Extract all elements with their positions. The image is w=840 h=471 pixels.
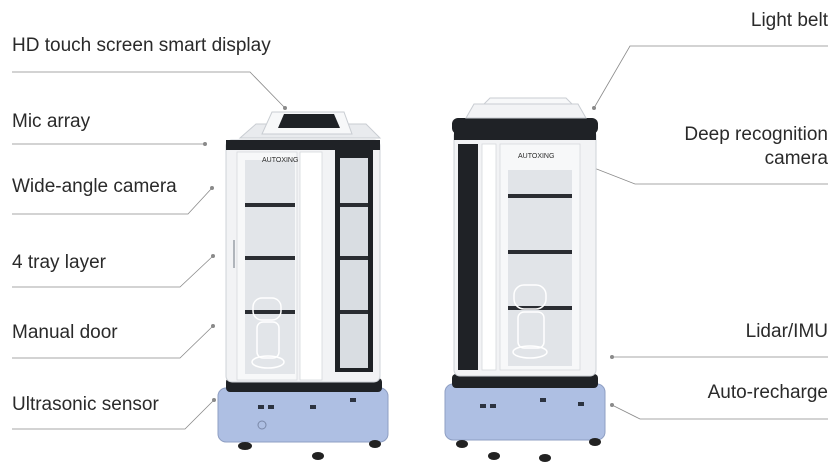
leader-light-belt (593, 45, 828, 109)
light-belt-right (452, 118, 598, 134)
label-mic-array: Mic array (12, 111, 91, 132)
leader-wide-angle-camera (12, 187, 213, 215)
label-auto-recharge: Auto-recharge (707, 382, 828, 403)
label-hd-touch-screen: HD touch screen smart display (12, 35, 271, 56)
mascot-right (512, 284, 548, 359)
leader-ultrasonic-sensor (12, 399, 215, 430)
leader-tray-layer (12, 255, 214, 288)
leader-lines (12, 45, 828, 430)
label-light-belt: Light belt (750, 10, 828, 31)
leader-auto-recharge (611, 404, 828, 420)
label-tray-layer: 4 tray layer (12, 252, 106, 273)
mascot-left (251, 297, 285, 369)
label-lidar-imu: Lidar/IMU (745, 321, 828, 342)
label-manual-door: Manual door (12, 322, 118, 343)
brand-right: AUTOXING (518, 153, 554, 160)
base-left (217, 387, 389, 443)
base-right (444, 383, 606, 441)
leader-hd-touch-screen (12, 71, 286, 109)
label-wide-angle-camera: Wide-angle camera (12, 176, 177, 197)
label-deep-recognition-line1: Deep recognition (684, 124, 828, 145)
leader-manual-door (12, 325, 214, 359)
robot-right: AUTOXING (444, 97, 606, 462)
label-ultrasonic-sensor: Ultrasonic sensor (12, 394, 159, 415)
label-deep-recognition-line2: camera (764, 148, 828, 169)
robot-left: AUTOXING (217, 111, 389, 460)
brand-left: AUTOXING (262, 157, 298, 164)
